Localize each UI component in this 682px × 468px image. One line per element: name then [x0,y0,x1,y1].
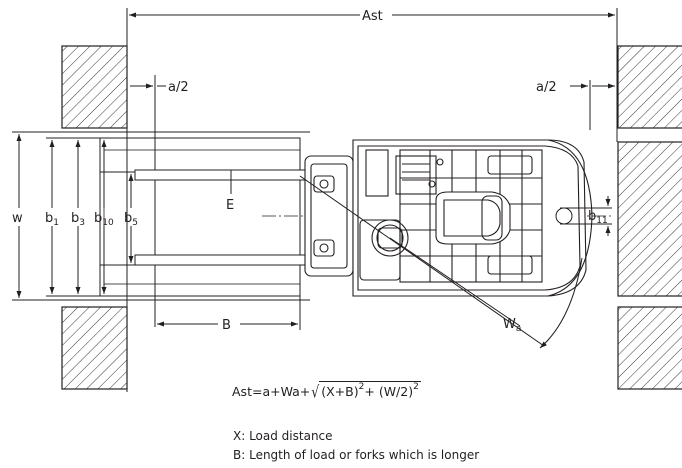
w-label: w [12,211,23,226]
b11-label: b11 [588,209,608,226]
width-dimensions [12,131,310,301]
formula-prefix: Ast=a+Wa+ [232,384,311,399]
ast-dimension [126,8,618,392]
b1-label: b1 [45,211,59,228]
a-half-right-dimension [570,80,615,130]
b-dimension [157,296,301,330]
a-half-left-dimension [130,75,166,327]
note-load-length: B: Length of load or forks which is long… [233,448,480,462]
e-label: E [226,198,234,213]
b3-label: b3 [71,211,85,228]
formula-exp1: 2 [358,382,365,392]
b11-dimension [555,196,612,236]
formula-term1: (X+B) [321,384,359,399]
wall-blocks [61,45,682,390]
b10-label: b10 [94,211,114,228]
forks [134,169,314,266]
ast-formula: Ast=a+Wa+√(X+B)2+ (W/2)2 [232,381,421,402]
b5-label: b5 [124,211,138,228]
note-load-distance: X: Load distance [233,429,333,443]
ast-label: Ast [362,9,383,24]
fork-upper [134,169,314,181]
formula-exp2: 2 [413,382,419,392]
truck-body [304,139,593,297]
wall-bottom-right [617,306,682,390]
fork-lower [134,254,314,266]
wall-bottom-left [61,306,128,390]
sqrt-sign: √ [311,381,320,402]
wa-label: Wa [503,317,521,334]
b-label: B [222,318,231,333]
wa-radius [299,175,583,349]
wall-mid-right [617,141,682,297]
wall-top-right [617,45,682,129]
formula-term2: (W/2) [378,384,414,399]
a-half-right-label: a/2 [536,80,557,95]
load-outline [99,137,301,297]
wall-top-left [61,45,128,129]
a-half-left-label: a/2 [168,80,189,95]
formula-plus: + [364,384,375,399]
formula-radicand: (X+B)2+ (W/2)2 [319,381,421,399]
